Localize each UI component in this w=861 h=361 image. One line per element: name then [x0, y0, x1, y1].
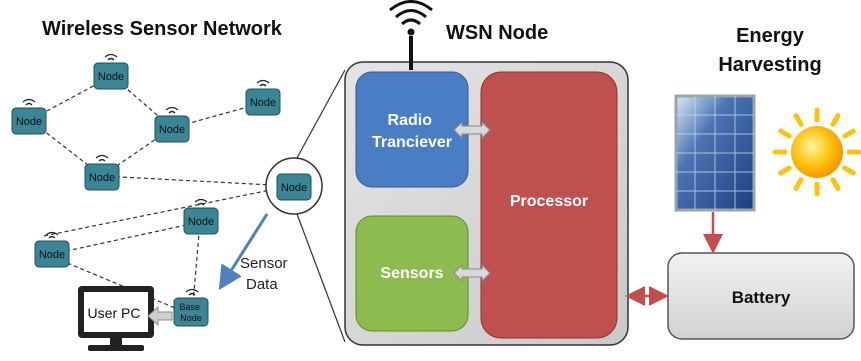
network-title: Wireless Sensor Network [42, 18, 282, 40]
wifi-icon [95, 154, 109, 162]
energy-title-line1: Energy [736, 25, 804, 47]
sun-icon [772, 107, 861, 197]
sun-ray [842, 165, 856, 176]
sun-ray [793, 177, 804, 191]
sensors-label: Sensors [380, 265, 443, 282]
wifi-icon [256, 79, 270, 87]
link [101, 175, 291, 187]
sensor-node: Node [84, 154, 120, 191]
sensor-node-label: Node [98, 71, 124, 83]
sensor-node: Node [34, 231, 70, 268]
link [47, 221, 201, 256]
wifi-icon [45, 231, 59, 239]
zoom-callout: Node [265, 69, 346, 343]
sensor-node-label: Node [16, 116, 42, 128]
base-to-pc-arrow [147, 305, 173, 327]
svg-text:Base Node: Base Node [179, 302, 202, 323]
zoomed-node [276, 173, 312, 201]
sensor-node-label: Node [39, 249, 65, 261]
radio-transceiver-block [355, 71, 469, 188]
user-pc-label: User PC [88, 305, 141, 321]
sun-ray [778, 128, 792, 139]
wifi-icon [165, 106, 179, 114]
sensor-node-label: Node [188, 216, 214, 228]
energy-harvesting-title: Energy Harvesting [700, 22, 840, 80]
sun-ray [778, 165, 792, 176]
sensor-node: Node [245, 79, 281, 116]
sensor-node: Node [154, 106, 190, 143]
sensor-node: Node [183, 198, 219, 235]
antenna-icon [389, 0, 433, 70]
sensor-data-arrow [218, 213, 269, 291]
sensor-node-label: Node [250, 97, 276, 109]
sensor-node: Node [11, 98, 47, 135]
base-node: Base Node [173, 288, 209, 327]
radio-label: Radio Tranciever [372, 112, 452, 151]
sensors-processor-arrow [453, 263, 491, 283]
sun-ray [793, 113, 804, 127]
wsn-node-title: WSN Node [446, 22, 549, 44]
processor-block [480, 71, 618, 339]
wifi-icon [22, 98, 36, 106]
sun-ray [830, 113, 841, 127]
energy-title-line2: Harvesting [718, 54, 822, 76]
wifi-icon [194, 198, 208, 206]
link [47, 254, 193, 316]
user-pc: User PC [78, 286, 154, 351]
sensor-node: Node [93, 53, 129, 90]
processor-label: Processor [510, 193, 588, 210]
sun-ray [830, 177, 841, 191]
radio-processor-arrow [453, 120, 491, 140]
wifi-icon [104, 53, 118, 61]
solar-panel-icon [674, 94, 756, 212]
sun-ray [842, 128, 856, 139]
sensor-node-label: Node [89, 172, 115, 184]
zoomed-node-label: Node [281, 182, 307, 194]
sensor-node-label: Node [159, 124, 185, 136]
battery-block [667, 252, 855, 340]
battery-label: Battery [732, 288, 791, 307]
link [43, 185, 291, 237]
sensor-data-label: Sensor Data [240, 255, 292, 293]
